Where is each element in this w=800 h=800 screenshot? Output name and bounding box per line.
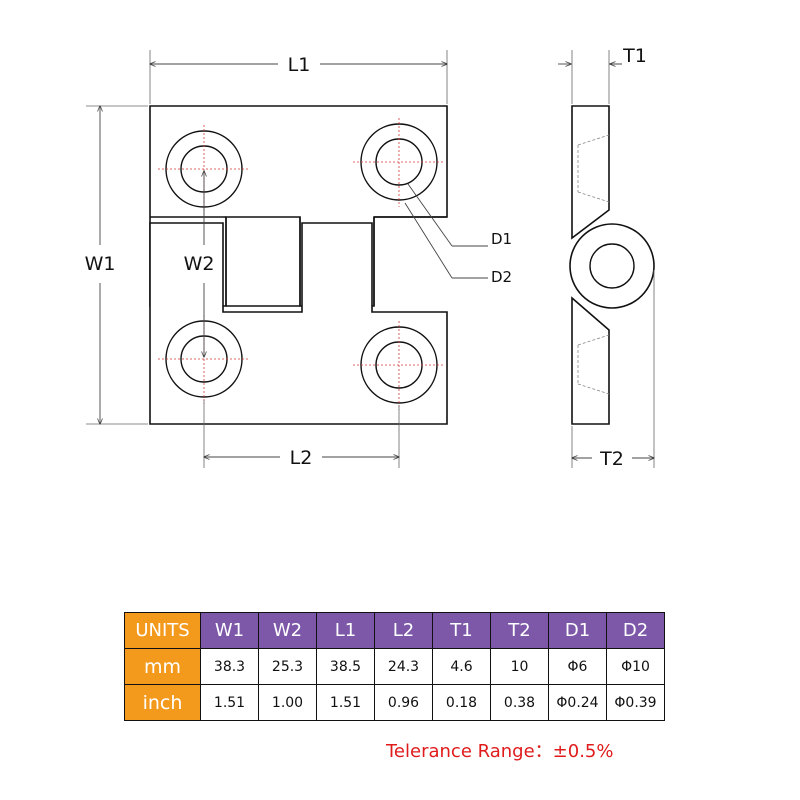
table-cell: Φ10 (606, 648, 665, 685)
header-w1: W1 (200, 612, 259, 649)
front-view: L1 W1 W2 L2 D1 D2 (85, 50, 512, 469)
side-lower-leaf (571, 296, 610, 425)
header-l2: L2 (374, 612, 433, 649)
header-l1: L1 (316, 612, 375, 649)
spec-table: UNITS W1 W2 L1 L2 T1 T2 D1 D2 mm 38.3 25… (124, 612, 665, 721)
table-cell: 24.3 (374, 648, 433, 685)
unit-inch: inch (124, 684, 201, 721)
table-cell: 38.5 (316, 648, 375, 685)
label-d2: D2 (491, 268, 512, 286)
table-cell: Φ6 (548, 648, 607, 685)
table-header-row: UNITS W1 W2 L1 L2 T1 T2 D1 D2 (124, 612, 665, 649)
table-cell: 25.3 (258, 648, 317, 685)
table-row: mm 38.3 25.3 38.5 24.3 4.6 10 Φ6 Φ10 (124, 648, 665, 685)
table-cell: 1.00 (258, 684, 317, 721)
header-t2: T2 (490, 612, 549, 649)
label-w2: W2 (184, 253, 215, 275)
table-cell: 1.51 (200, 684, 259, 721)
hinge-technical-drawing: L1 W1 W2 L2 D1 D2 (85, 45, 655, 470)
label-l2: L2 (290, 447, 313, 469)
header-t1: T1 (432, 612, 491, 649)
table-cell: Φ0.39 (606, 684, 665, 721)
tolerance-note: Telerance Range：±0.5% (386, 741, 614, 762)
label-t1: T1 (622, 45, 647, 67)
side-upper-leaf (571, 105, 610, 240)
label-w1: W1 (85, 253, 116, 275)
table-cell: 10 (490, 648, 549, 685)
label-t2: T2 (599, 448, 624, 470)
table-row: inch 1.51 1.00 1.51 0.96 0.18 0.38 Φ0.24… (124, 684, 665, 721)
label-l1: L1 (288, 54, 311, 76)
label-d1: D1 (491, 230, 512, 248)
side-view: T1 T2 (558, 45, 655, 470)
table-cell: 0.38 (490, 684, 549, 721)
header-d1: D1 (548, 612, 607, 649)
hole-top-right (353, 118, 445, 207)
table-cell: 0.96 (374, 684, 433, 721)
table-cell: Φ0.24 (548, 684, 607, 721)
table-cell: 4.6 (432, 648, 491, 685)
table-cell: 1.51 (316, 684, 375, 721)
header-w2: W2 (258, 612, 317, 649)
header-d2: D2 (606, 612, 665, 649)
unit-mm: mm (124, 648, 201, 685)
table-cell: 0.18 (432, 684, 491, 721)
hole-bottom-left (158, 315, 250, 404)
units-label: UNITS (124, 612, 201, 649)
hole-bottom-right (353, 321, 445, 410)
table-cell: 38.3 (200, 648, 259, 685)
